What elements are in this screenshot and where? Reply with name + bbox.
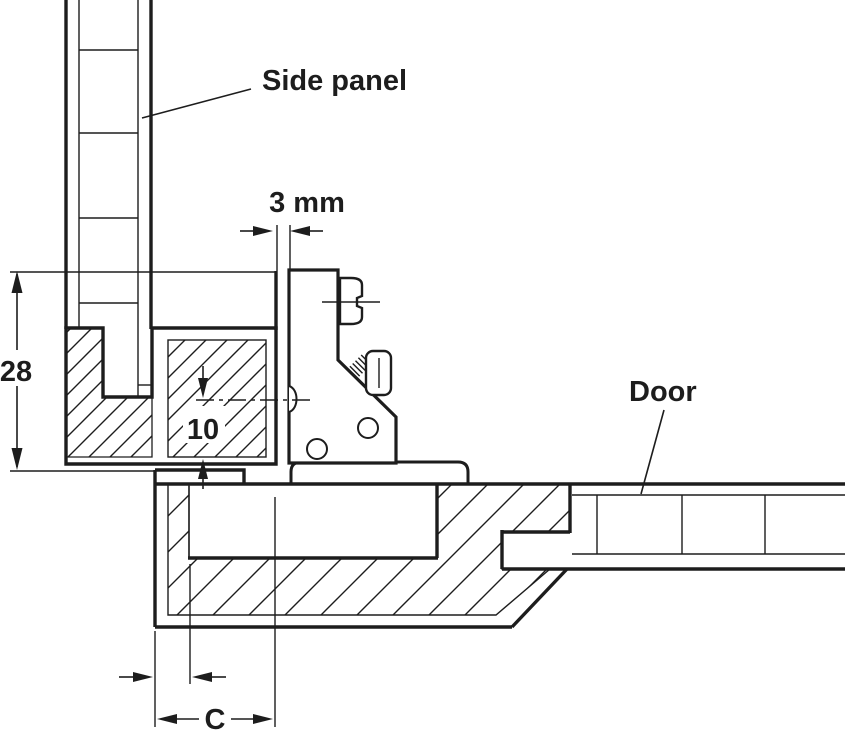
side-profile-block	[64, 271, 278, 466]
label-side-panel: Side panel	[141, 65, 407, 119]
bracket-hole	[357, 417, 379, 439]
dimension-10: 10	[183, 366, 225, 489]
door-lip	[155, 468, 246, 484]
door-label: Door	[629, 376, 697, 408]
dimension-10-label: 10	[187, 414, 219, 446]
profile-outline	[64, 326, 278, 466]
dimension-3mm: 3 mm	[240, 187, 345, 236]
bracket-hole	[306, 438, 328, 460]
dimension-c: C	[157, 704, 273, 730]
bracket-body	[287, 268, 398, 465]
screw-head-icon	[338, 276, 364, 326]
dimension-3mm-label: 3 mm	[269, 187, 345, 219]
dimension-reference	[119, 672, 226, 682]
angled-screw-icon	[349, 349, 393, 397]
label-door: Door	[629, 376, 697, 495]
dimensions: 28 3 mm 10	[0, 65, 697, 730]
door-section	[153, 468, 845, 629]
dimension-28-label: 28	[0, 356, 32, 388]
dimension-c-label: C	[205, 704, 226, 730]
bracket-clip	[288, 385, 298, 413]
door-profile-hatch	[167, 483, 571, 616]
side-panel-section	[64, 0, 153, 397]
dimension-28: 28	[0, 271, 32, 470]
profile-hatch-left	[65, 327, 153, 458]
hinge-bracket	[196, 268, 470, 486]
hinge-baseplate	[289, 460, 470, 486]
side-panel-label: Side panel	[262, 65, 407, 97]
